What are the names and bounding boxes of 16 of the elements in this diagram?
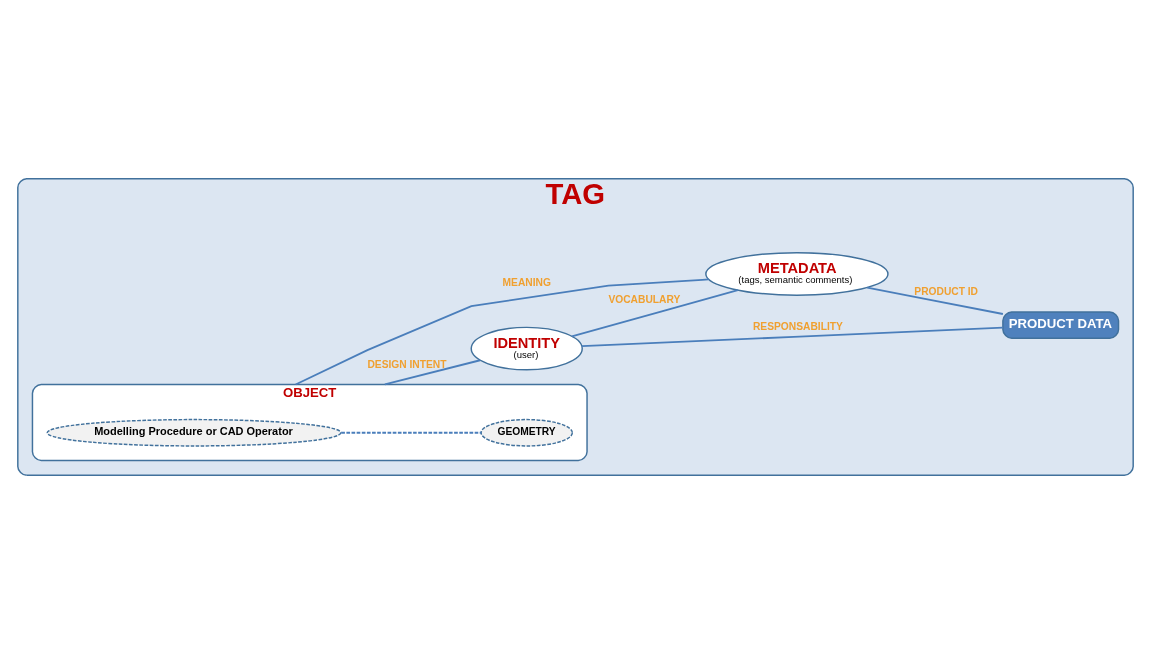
connector — [294, 278, 710, 386]
connector — [866, 286, 1004, 315]
node-ellipse: Modelling Procedure or CAD Operator — [46, 418, 342, 447]
edge-label: VOCABULARY — [608, 294, 681, 306]
edge-label: RESPONSABILITY — [752, 320, 843, 332]
connector — [581, 326, 1004, 348]
connector — [383, 359, 482, 386]
connector — [570, 289, 739, 338]
edge-label: PRODUCT ID — [914, 285, 979, 297]
edge-label: MEANING — [502, 276, 551, 288]
node-ellipse: METADATA (tags, semantic comments) — [705, 252, 889, 296]
node-ellipse: GEOMETRY — [480, 418, 574, 447]
node-ellipse: IDENTITY (user) — [470, 326, 583, 371]
connector — [340, 431, 482, 434]
edge-label: DESIGN INTENT — [367, 358, 447, 370]
node-box: PRODUCT DATA — [1002, 311, 1120, 340]
